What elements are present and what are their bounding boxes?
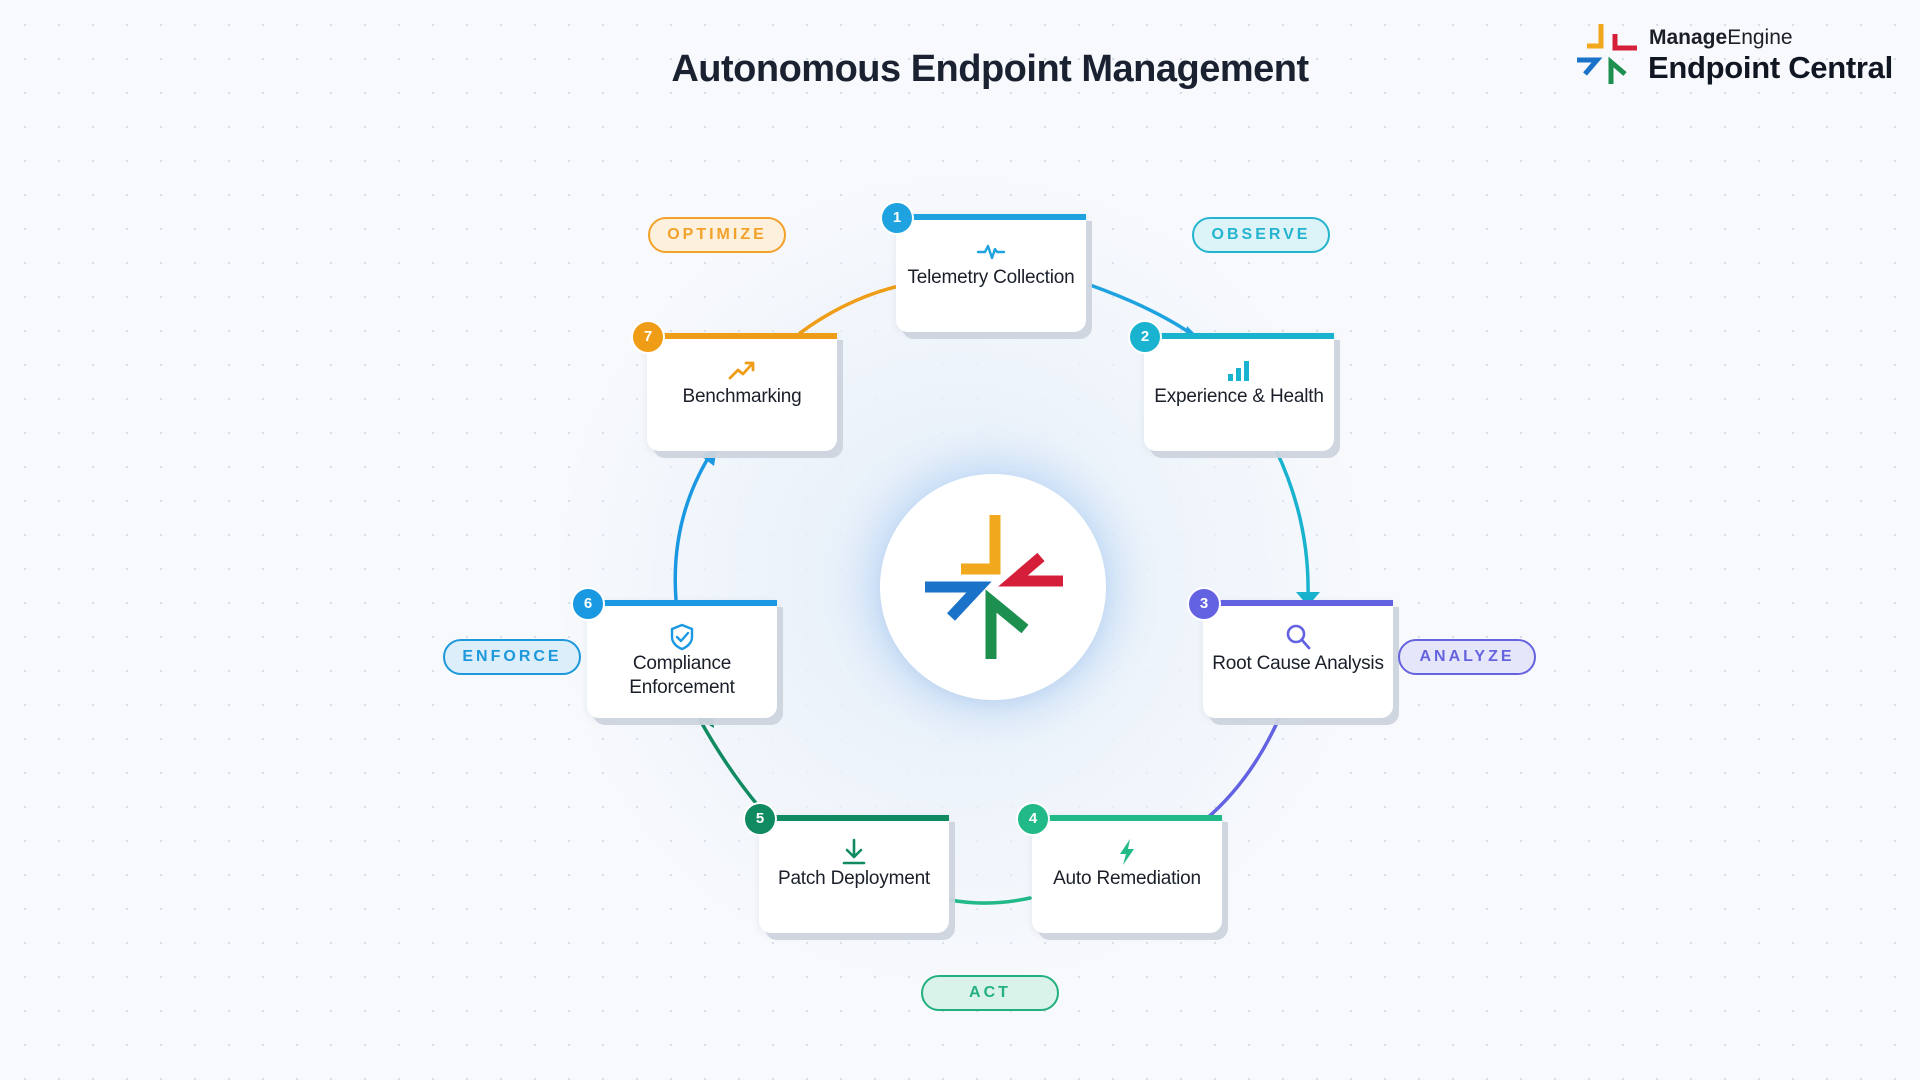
- step-number-badge: 2: [1128, 320, 1162, 354]
- step-number-badge: 4: [1016, 802, 1050, 836]
- search-icon: [1203, 622, 1393, 652]
- step-card-compliance-enforcement[interactable]: 6 Compliance Enforcement: [571, 587, 777, 718]
- bar-chart-icon: [1144, 355, 1334, 385]
- step-number-badge: 1: [880, 201, 914, 235]
- connector-2-3: [1273, 446, 1310, 600]
- step-number-badge: 6: [571, 587, 605, 621]
- phase-optimize: OPTIMIZE: [648, 217, 786, 253]
- brand-lockup: ManageEngine Endpoint Central: [1575, 22, 1915, 92]
- phase-observe: OBSERVE: [1192, 217, 1330, 253]
- pulse-icon: [896, 236, 1086, 266]
- arrowhead-to-3: [1296, 592, 1320, 606]
- connector-3-4: [1203, 714, 1282, 822]
- brand-company: ManageEngine: [1649, 26, 1793, 49]
- connector-4-5: [948, 896, 1032, 905]
- step-label: Root Cause Analysis: [1212, 653, 1384, 674]
- step-number-badge: 5: [743, 802, 777, 836]
- connector-7-1: [798, 285, 897, 335]
- endpoint-central-logo-icon: [925, 515, 1063, 659]
- step-label: Telemetry Collection: [907, 267, 1075, 288]
- endpoint-central-logo-icon: [1577, 24, 1637, 84]
- lightning-icon: [1032, 837, 1222, 867]
- trend-up-icon: [647, 355, 837, 385]
- step-card-experience-health[interactable]: 2 Experience & Health: [1128, 320, 1334, 451]
- step-card-patch-deployment[interactable]: 5 Patch Deployment: [743, 802, 949, 933]
- step-number-badge: 3: [1187, 587, 1221, 621]
- page-title: Autonomous Endpoint Management: [671, 48, 1309, 90]
- step-label: Compliance Enforcement: [629, 653, 735, 698]
- phase-enforce: ENFORCE: [443, 639, 581, 675]
- step-label: Benchmarking: [682, 386, 802, 407]
- step-card-telemetry-collection[interactable]: 1 Telemetry Collection: [880, 201, 1086, 332]
- step-label: Auto Remediation: [1053, 868, 1201, 889]
- phase-analyze: ANALYZE: [1398, 639, 1536, 675]
- shield-check-icon: [587, 622, 777, 652]
- connector-6-7: [673, 453, 712, 602]
- phase-act: ACT: [921, 975, 1059, 1011]
- step-card-benchmarking[interactable]: 7 Benchmarking: [631, 320, 837, 451]
- step-label: Experience & Health: [1154, 386, 1324, 407]
- connector-5-6: [698, 718, 762, 810]
- arrowhead-to-7: [701, 448, 717, 466]
- step-card-root-cause-analysis[interactable]: 3 Root Cause Analysis: [1187, 587, 1393, 718]
- step-card-auto-remediation[interactable]: 4 Auto Remediation: [1016, 802, 1222, 933]
- center-hub: [880, 474, 1106, 700]
- download-icon: [759, 837, 949, 867]
- brand-product: Endpoint Central: [1648, 50, 1893, 85]
- step-number-badge: 7: [631, 320, 665, 354]
- step-label: Patch Deployment: [777, 868, 931, 889]
